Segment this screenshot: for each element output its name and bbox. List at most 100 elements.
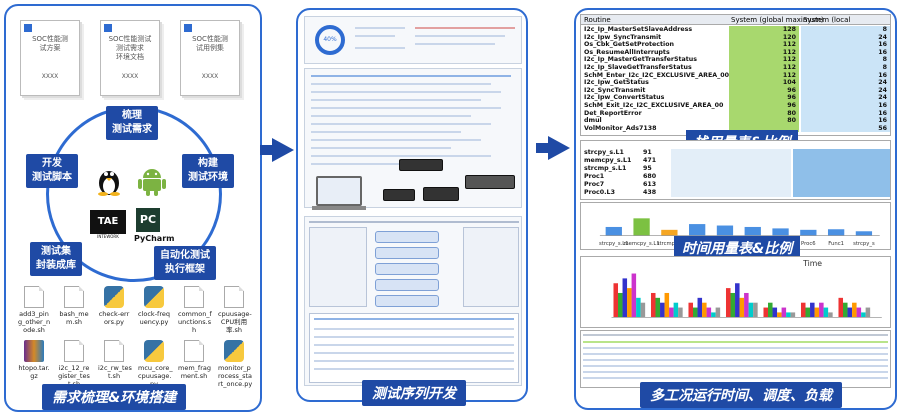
file-item[interactable]: clock-freq uency.py [138, 286, 170, 326]
routine-name: I2c_Ipw_ConvertStatus [584, 94, 665, 102]
tag-environment: 构建 测试环境 [182, 154, 234, 188]
local-max-cell: 24 [801, 79, 890, 87]
schedule-bar [697, 297, 703, 318]
text-line [311, 163, 431, 165]
global-max-cell: 112 [729, 41, 799, 49]
call-cell [793, 165, 890, 173]
bar-tick-label: strcmp_s. [657, 241, 683, 247]
flow-node[interactable] [375, 247, 439, 259]
tag-develop-scripts: 开发 测试脚本 [26, 154, 78, 188]
table-row-line [583, 365, 888, 367]
schedule-bar [715, 307, 721, 318]
text-line [314, 328, 514, 330]
dashboard-screenshot: 40% [304, 16, 522, 64]
doc-logo-icon [104, 24, 112, 32]
call-count: 95 [643, 165, 652, 172]
flow-node[interactable] [375, 263, 439, 275]
local-max-cell: 16 [801, 41, 890, 49]
doc-test-cases[interactable]: SOC性能测 试用例集 XXXX [180, 20, 240, 96]
local-max-cell: 8 [801, 26, 890, 34]
file-item[interactable]: i2c_rw_tes t.sh [98, 340, 132, 380]
doc-mark: XXXX [41, 73, 59, 80]
table-header: Routine System (global maximum) System (… [581, 15, 890, 34]
call-name: Proc7 [584, 181, 605, 188]
bar-tick-label: Func1 [828, 241, 844, 247]
time-bar [605, 226, 622, 236]
time-bar [772, 228, 789, 236]
tae-sub-label: INTEWORK [97, 234, 119, 239]
schedule-bar [664, 292, 670, 318]
schedule-bar [763, 307, 769, 318]
file-item[interactable]: cpuusage- CPU利用 率.sh [218, 286, 252, 334]
sequence-editor-screenshot [304, 216, 522, 386]
local-max-cell: 16 [801, 102, 890, 110]
tree-pane [309, 227, 367, 307]
time-bar [689, 224, 706, 236]
routine-name: Det_ReportError [584, 109, 642, 117]
schedule-bar [748, 302, 754, 318]
schedule-bar [622, 278, 628, 318]
bar-tick-label: strcpy_s [853, 241, 875, 247]
global-max-cell: 96 [729, 86, 799, 95]
doc-test-plan[interactable]: SOC性能测 试方案 XXXX [20, 20, 80, 96]
bar-tick-label: memcpy_s.L1 [623, 241, 659, 247]
text-line [311, 107, 501, 109]
document-file-icon [64, 286, 84, 308]
text-line [311, 155, 491, 157]
doc-test-requirements[interactable]: SOC性能测试 测试需求 环境文档 XXXX [100, 20, 160, 96]
call-cell [671, 173, 791, 181]
file-item[interactable]: mem_frag ment.sh [178, 340, 211, 380]
file-item[interactable]: i2c_12_re gister_tes t.sh [58, 340, 90, 388]
flow-node[interactable] [375, 279, 439, 291]
global-max-cell: 80 [729, 109, 799, 118]
table-row-line [583, 347, 888, 349]
text-line [311, 123, 491, 125]
call-cell [793, 189, 890, 197]
toolbar-line [309, 221, 519, 223]
file-item[interactable]: monitor_p rocess_sta rt_once.py [218, 340, 252, 388]
doc-title: SOC性能测 试用例集 [192, 35, 228, 52]
call-name: strcpy_s.L1 [584, 149, 624, 156]
tae-logo-icon: TAE [90, 210, 126, 234]
table-row-line [583, 371, 888, 373]
flow-node[interactable] [375, 295, 439, 307]
schedule-bar [753, 302, 758, 318]
schedule-bar [790, 312, 796, 318]
schedule-bar [636, 297, 641, 318]
archive-file-icon [24, 340, 44, 362]
file-item[interactable]: add3_pin g_other_n ode.sh [18, 286, 50, 334]
schedule-bar [673, 302, 679, 318]
time-bar [744, 226, 761, 236]
file-item[interactable]: mcu_core_ cpuusage. py [138, 340, 173, 388]
results-panel: Routine System (global maximum) System (… [574, 8, 897, 410]
schedule-bar [861, 312, 866, 318]
routine-name: Os_Cbk_GetSetProtection [584, 41, 675, 49]
call-name: Proc0.L3 [584, 189, 615, 196]
file-item[interactable]: common_f unctions.s h [178, 286, 212, 334]
file-item[interactable]: bash_me m.sh [58, 286, 90, 326]
file-name: check-err ors.py [98, 310, 130, 326]
global-max-cell: 96 [729, 94, 799, 102]
global-max-cell: 112 [729, 71, 799, 80]
call-count: 471 [643, 157, 657, 164]
local-max-cell: 56 [801, 124, 890, 133]
global-max-cell: 104 [729, 79, 799, 87]
call-cell [671, 165, 791, 173]
file-item[interactable]: check-err ors.py [98, 286, 130, 326]
file-name: cpuusage- CPU利用 率.sh [218, 310, 252, 334]
file-item[interactable]: htopo.tar. gz [18, 340, 50, 380]
schedule-bar [627, 288, 632, 318]
schedule-bar [688, 302, 694, 318]
schedule-bar [786, 312, 791, 318]
flow-node[interactable] [375, 231, 439, 243]
table-header-line [583, 334, 888, 336]
call-cell [671, 157, 791, 165]
